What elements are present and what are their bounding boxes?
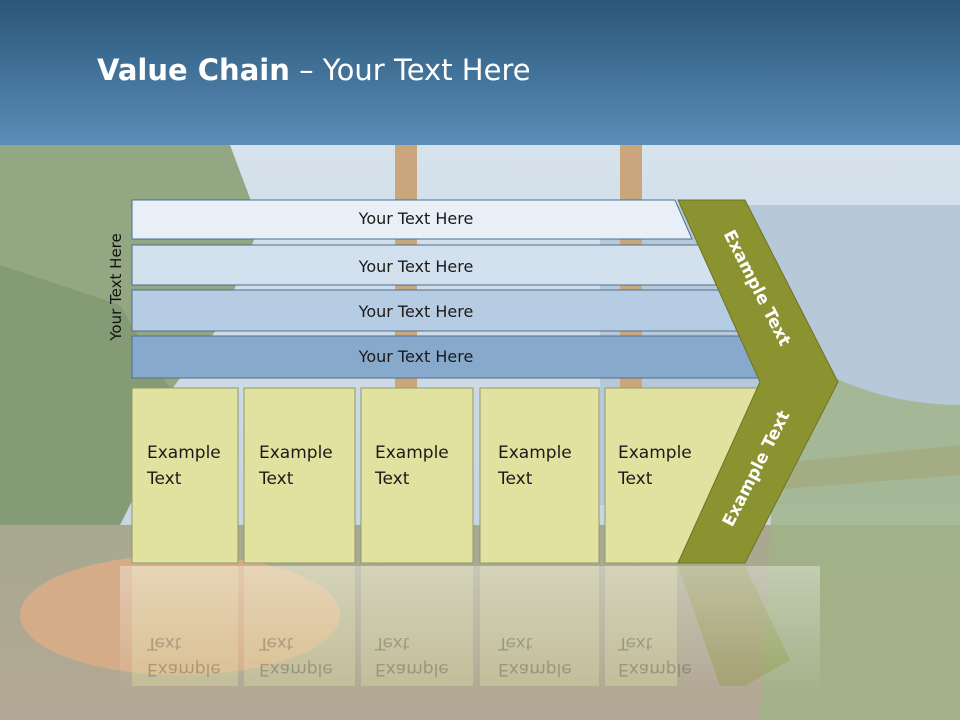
bar-4-label: Your Text Here (358, 347, 474, 366)
chevron-arrow (677, 199, 839, 564)
bar-1 (131, 199, 693, 240)
slide-title: Value Chain – Your Text Here (97, 53, 531, 87)
cell-2 (243, 387, 356, 564)
title-rest: – Your Text Here (289, 53, 531, 87)
title-bold: Value Chain (97, 53, 290, 87)
cell-1 (131, 387, 239, 564)
bar-1-label: Your Text Here (358, 209, 474, 228)
bar-3-label: Your Text Here (358, 302, 474, 321)
cell-3 (360, 387, 474, 564)
slide-header: Value Chain – Your Text Here (0, 0, 960, 145)
cell-4 (479, 387, 600, 564)
bar-2-label: Your Text Here (358, 257, 474, 276)
vertical-label: Your Text Here (107, 233, 125, 341)
